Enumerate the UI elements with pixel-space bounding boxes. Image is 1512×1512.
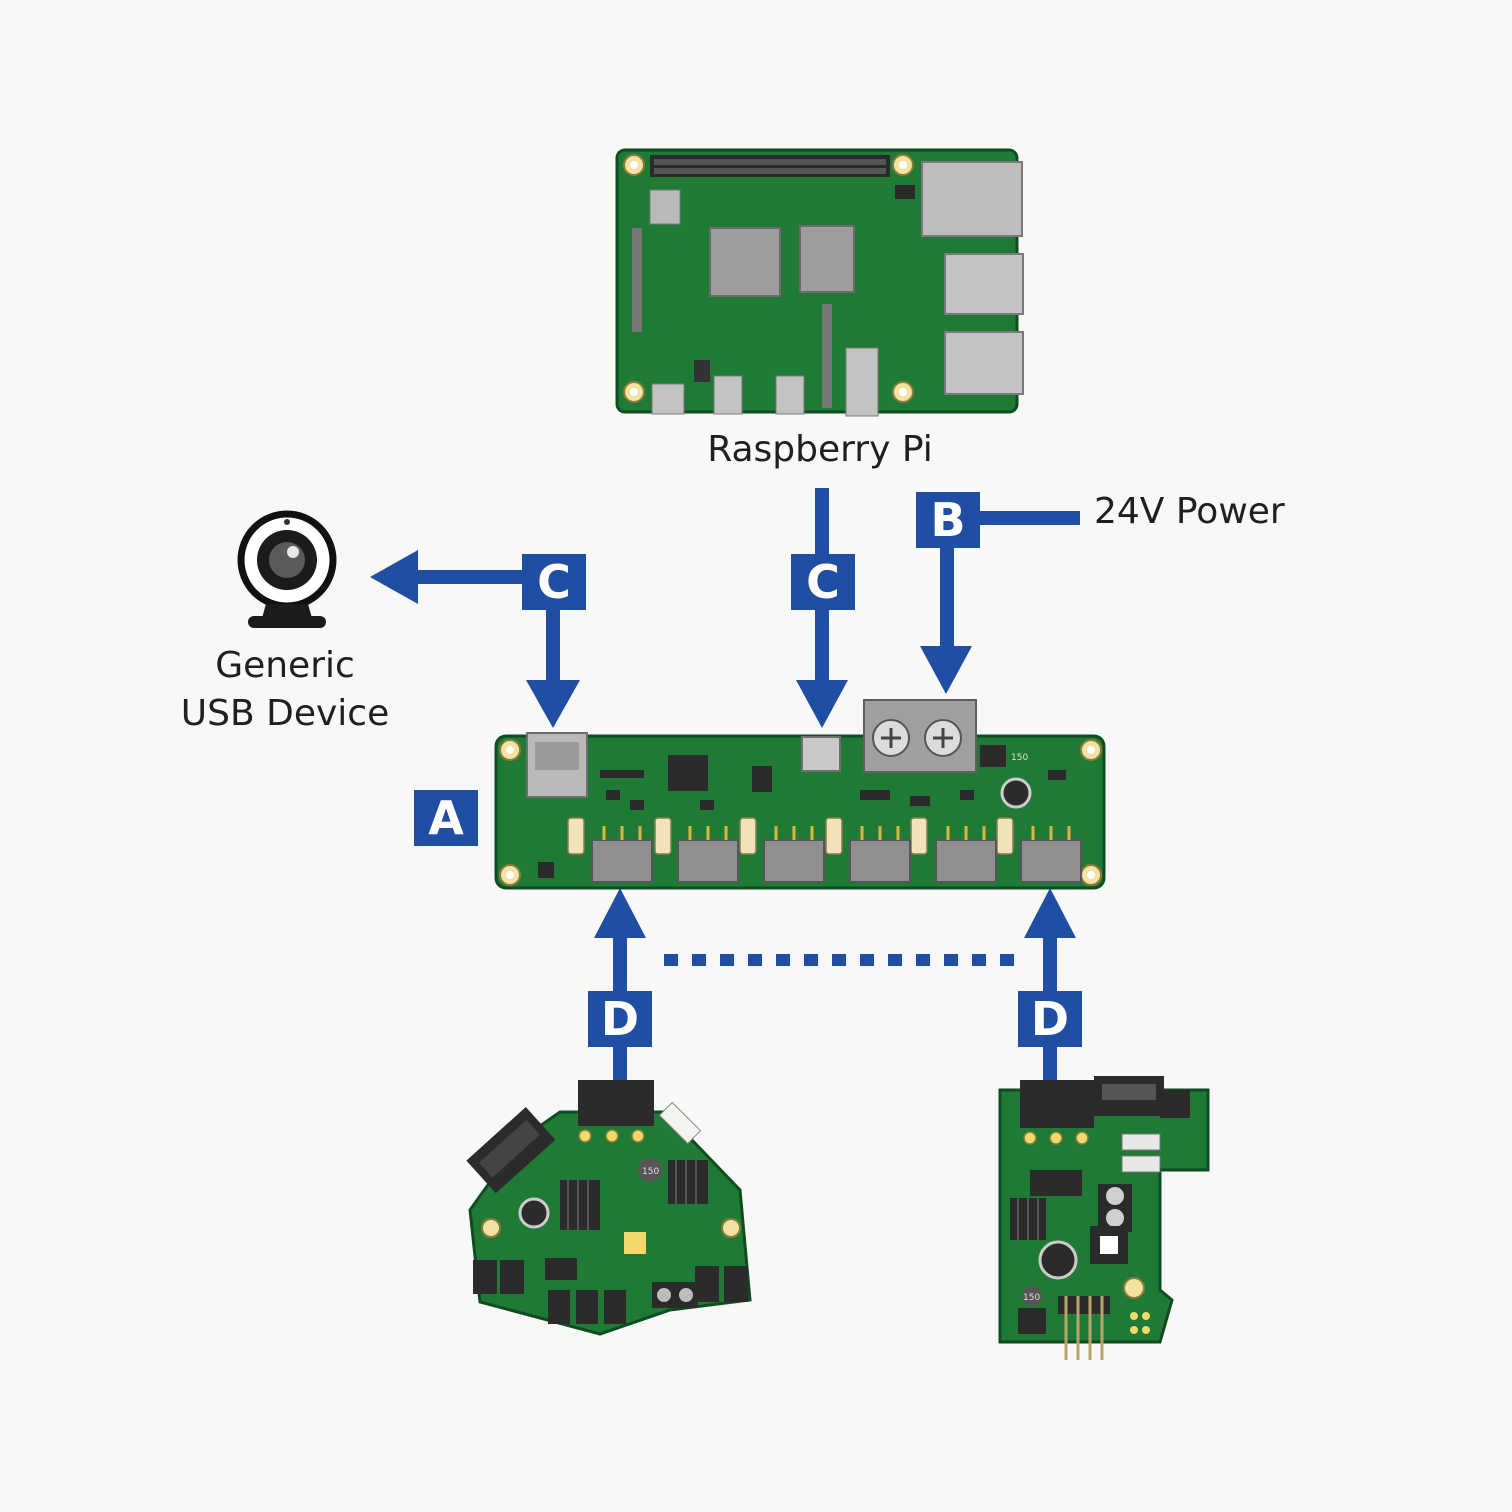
usb-device-label-line2: USB Device [180, 693, 390, 734]
hub-board: 150 [494, 699, 1106, 890]
hub-connectors [567, 817, 1082, 883]
badge-c-label: C [806, 555, 840, 609]
bridge-part-number: 150 [1023, 1293, 1040, 1303]
toolhead-board: 150 [466, 1080, 752, 1336]
badge-a: A [414, 790, 478, 846]
hub-part-number: 150 [1011, 753, 1028, 763]
badge-c-webcam: C [522, 554, 586, 610]
badge-c-label: C [537, 555, 571, 609]
raspberry-pi-label: Raspberry Pi [707, 429, 933, 470]
power-label: 24V Power [1094, 491, 1285, 532]
badge-d-toolhead: D [588, 991, 652, 1047]
badge-d-bridge: D [1018, 991, 1082, 1047]
badge-d-label: D [601, 992, 639, 1046]
bridge-board: 150 [998, 1076, 1210, 1360]
usb-device-label-line1: Generic [215, 645, 355, 686]
dotted-line [664, 954, 1014, 966]
raspberry-pi-board [615, 148, 1024, 417]
badge-d-label: D [1031, 992, 1069, 1046]
badge-c-pi: C [791, 554, 855, 610]
toolhead-part-number: 150 [642, 1167, 659, 1177]
badge-b: B [916, 492, 980, 548]
webcam-icon [237, 510, 337, 628]
badge-b-label: B [930, 493, 965, 547]
badge-a-label: A [428, 791, 464, 845]
